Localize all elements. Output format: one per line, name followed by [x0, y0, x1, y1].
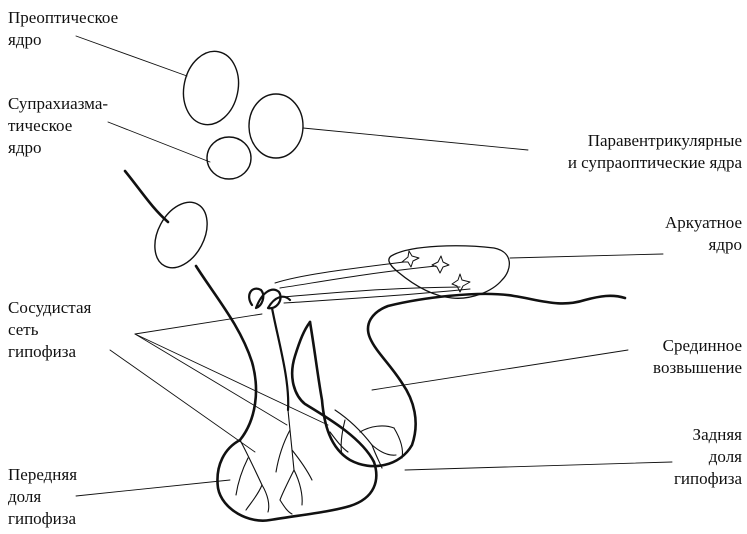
label-median-eminence: Срединное возвышение [653, 335, 742, 379]
neuron-body-ellipse [144, 193, 217, 276]
anterior-lobe [217, 322, 376, 521]
leader-vascular-1 [135, 314, 262, 334]
label-vascular-network: Сосудистая сеть гипофиза [8, 297, 91, 363]
leader-median-eminence [372, 350, 628, 390]
label-paraventricular-nuclei: Паравентрикулярные и супраоптические ядр… [568, 130, 742, 174]
leader-vascular-2 [135, 334, 287, 425]
neuron-star [432, 256, 449, 273]
leader-vascular-4 [110, 350, 255, 452]
arcuate-nucleus [389, 246, 510, 298]
neurosecretory-axon [125, 171, 168, 222]
suprachiasmatic-nucleus [207, 137, 251, 179]
label-preoptic-nucleus: Преоптическое ядро [8, 7, 118, 51]
neuron-star [402, 251, 419, 267]
leader-paraventricular [303, 128, 528, 150]
leader-anterior-lobe [76, 480, 230, 496]
label-suprachiasmatic-nucleus: Супрахиазма- тическое ядро [8, 93, 108, 159]
axon-bundle [280, 266, 436, 288]
preoptic-nucleus [177, 46, 245, 130]
label-posterior-lobe: Задняя доля гипофиза [674, 424, 742, 490]
label-anterior-lobe: Передняя доля гипофиза [8, 464, 77, 530]
leader-arcuate [510, 254, 663, 258]
neurosecretory-axon [196, 266, 256, 440]
paraventricular-nucleus [249, 94, 303, 158]
leader-suprachiasmatic [108, 122, 210, 162]
leader-posterior-lobe [405, 462, 672, 470]
portal-vessel [272, 308, 288, 410]
label-arcuate-nucleus: Аркуатное ядро [665, 212, 742, 256]
portal-loop [249, 289, 290, 309]
